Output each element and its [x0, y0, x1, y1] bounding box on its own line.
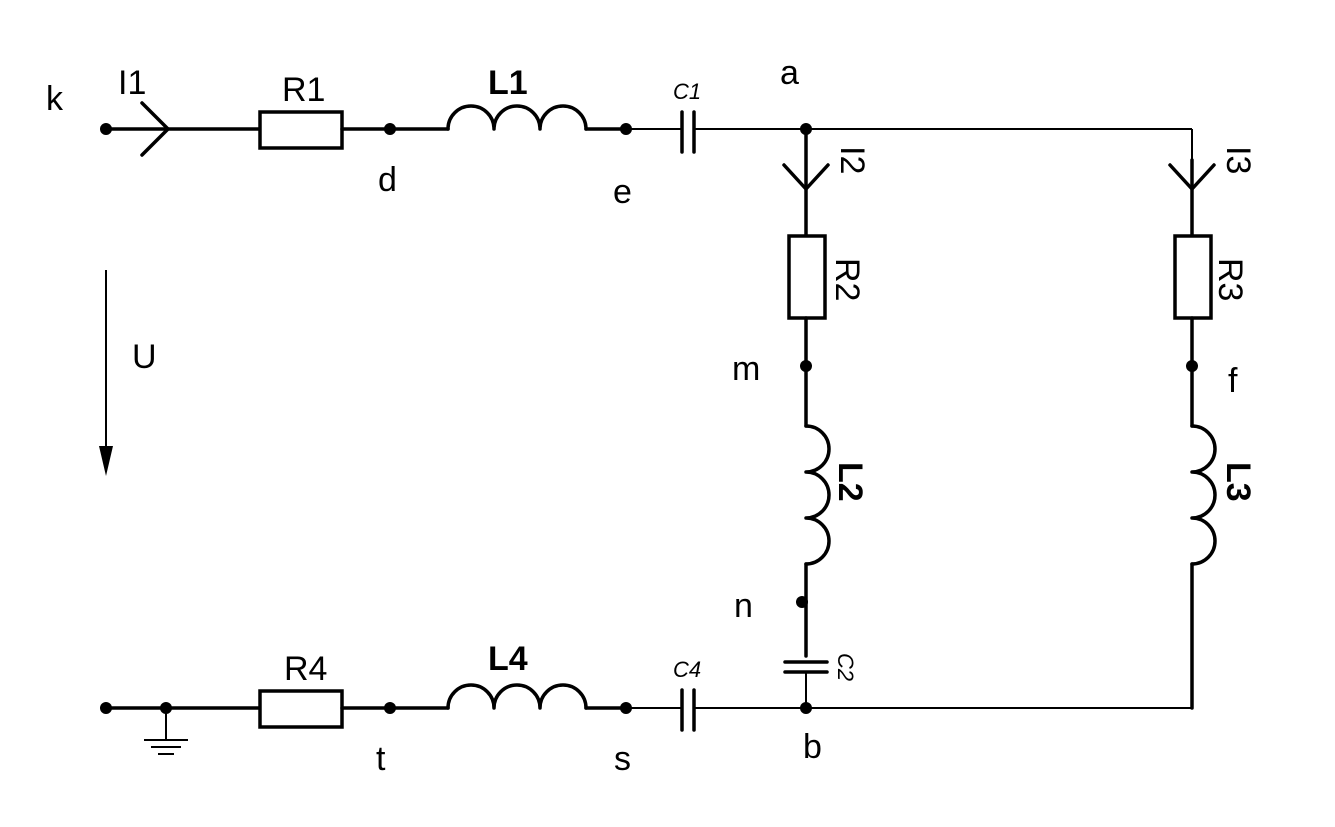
- node-d: [384, 123, 396, 135]
- resistor-r2: [787, 234, 827, 320]
- label-c1: C1: [673, 79, 701, 104]
- node-b: [800, 702, 812, 714]
- resistor-r4: [258, 689, 344, 729]
- label-i3: I3: [1219, 146, 1257, 174]
- ground-icon: [144, 708, 188, 755]
- inductor-l4: [446, 683, 588, 710]
- label-l1: L1: [488, 64, 528, 102]
- node-n: [796, 596, 808, 608]
- top-branch: [100, 101, 1192, 157]
- current-arrow-i3: [1168, 163, 1216, 191]
- label-l2: L2: [831, 462, 869, 502]
- label-n: n: [734, 587, 753, 625]
- label-a: a: [780, 54, 799, 92]
- label-i2: I2: [833, 146, 871, 174]
- label-c2: C2: [833, 653, 858, 681]
- label-k: k: [46, 80, 64, 118]
- inductor-l3: [1190, 424, 1217, 566]
- label-u: U: [132, 338, 157, 376]
- label-r2: R2: [828, 258, 866, 301]
- right-branch: [806, 129, 1217, 710]
- bottom-branch: [100, 683, 812, 732]
- label-t: t: [376, 740, 386, 778]
- node-f: [1186, 360, 1198, 372]
- middle-branch: [782, 127, 831, 708]
- current-arrow-i1: [140, 101, 170, 157]
- label-s: s: [614, 740, 631, 778]
- label-d: d: [378, 161, 397, 199]
- label-r4: R4: [284, 650, 327, 688]
- node-s: [620, 702, 632, 714]
- voltage-arrow-u: [99, 270, 113, 476]
- label-l3: L3: [1219, 462, 1257, 502]
- label-r3: R3: [1211, 258, 1249, 301]
- label-c4: C4: [673, 657, 701, 682]
- current-arrow-i2: [782, 163, 830, 191]
- label-r1: R1: [282, 71, 325, 109]
- node-m: [800, 360, 812, 372]
- labels: k I1 R1 d L1 e C1 a I2 I3 R2 R3 m f L2 L…: [46, 54, 1257, 778]
- label-i1: I1: [118, 64, 146, 102]
- label-b: b: [803, 728, 822, 766]
- node-e: [620, 123, 632, 135]
- resistor-r1: [258, 110, 344, 150]
- label-e: e: [613, 173, 632, 211]
- inductor-l1: [446, 104, 588, 131]
- arrow-down-icon: [99, 446, 113, 476]
- node-bottom-left: [100, 702, 112, 714]
- inductor-l2: [804, 424, 831, 566]
- label-m: m: [732, 350, 760, 388]
- label-f: f: [1228, 362, 1238, 400]
- node-t: [384, 702, 396, 714]
- label-l4: L4: [488, 640, 528, 678]
- node-k: [100, 123, 112, 135]
- resistor-r3: [1173, 234, 1213, 320]
